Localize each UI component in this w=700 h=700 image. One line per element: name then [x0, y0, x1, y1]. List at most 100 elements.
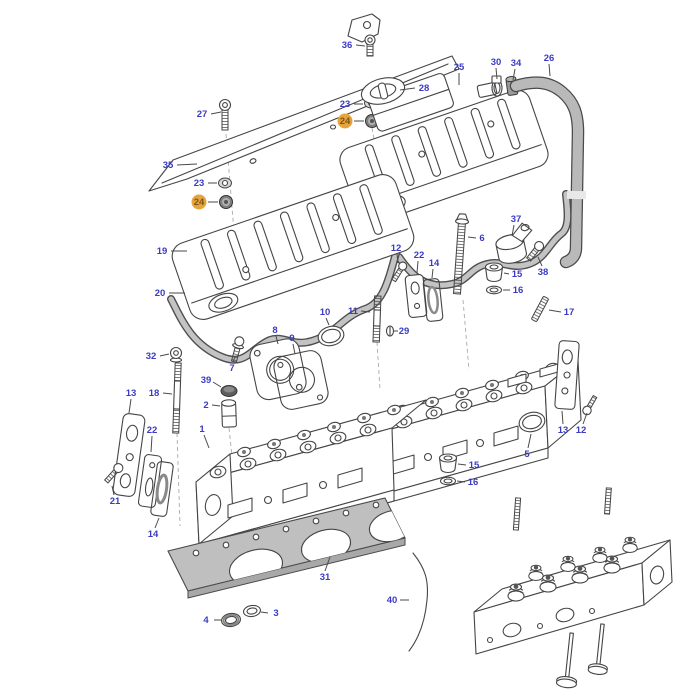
- callout-6[interactable]: 6: [479, 233, 484, 244]
- collet-29: [385, 325, 395, 337]
- callout-7[interactable]: 7: [229, 363, 234, 374]
- bolt-12-top: [391, 261, 408, 283]
- callout-11[interactable]: 11: [348, 306, 359, 317]
- callout-14[interactable]: 14: [148, 529, 159, 540]
- leader-line: [495, 67, 498, 80]
- bolt-21: [103, 463, 124, 484]
- oil-filler-cap-28: [360, 77, 406, 105]
- callout-34[interactable]: 34: [511, 58, 522, 69]
- callout-26[interactable]: 26: [544, 53, 555, 64]
- leader-line: [292, 343, 296, 355]
- stud-18: [172, 362, 182, 434]
- valve-a: [555, 632, 578, 689]
- callout-14[interactable]: 14: [429, 258, 440, 269]
- callout-24[interactable]: 24: [340, 116, 351, 127]
- leader-line: [431, 268, 434, 279]
- callout-32[interactable]: 32: [146, 351, 157, 362]
- callout-18[interactable]: 18: [149, 388, 160, 399]
- leader-line: [561, 410, 564, 425]
- callout-38[interactable]: 38: [538, 267, 549, 278]
- head-gasket-31: [167, 497, 406, 599]
- callout-22[interactable]: 22: [414, 250, 425, 261]
- leader-line: [203, 434, 210, 449]
- thermostat-bypass-37: [495, 222, 533, 264]
- leader-line: [162, 392, 173, 395]
- breather-hose-26: [509, 76, 587, 269]
- leader-line: [325, 317, 330, 326]
- callout-17[interactable]: 17: [564, 307, 575, 318]
- grommet-24-left: [219, 195, 233, 209]
- leader-line: [511, 224, 515, 237]
- callout-20[interactable]: 20: [155, 288, 166, 299]
- highlight-circle: [337, 113, 353, 129]
- o-ring-4: [220, 612, 242, 628]
- bolt-12-right: [582, 394, 598, 416]
- lifting-plate-13-right: [554, 340, 580, 410]
- callout-13[interactable]: 13: [126, 388, 137, 399]
- bolt-38: [525, 241, 545, 262]
- callout-13[interactable]: 13: [558, 425, 569, 436]
- callout-22[interactable]: 22: [147, 425, 158, 436]
- callout-5[interactable]: 5: [524, 449, 530, 460]
- lifting-plate-13-left: [112, 413, 146, 497]
- leader-line: [176, 163, 198, 166]
- callout-40[interactable]: 40: [387, 595, 398, 606]
- callout-12[interactable]: 12: [576, 425, 587, 436]
- callout-10[interactable]: 10: [320, 307, 331, 318]
- highlight-circle: [191, 194, 207, 210]
- callout-28[interactable]: 28: [419, 83, 430, 94]
- callout-23[interactable]: 23: [340, 99, 351, 110]
- leader-line: [457, 463, 467, 466]
- callout-25[interactable]: 25: [454, 62, 465, 73]
- brace-40: [408, 552, 429, 652]
- bolt-7: [230, 336, 245, 363]
- callout-3[interactable]: 3: [273, 608, 278, 619]
- bolt-36: [364, 34, 376, 57]
- leader-line: [503, 272, 510, 275]
- callout-36[interactable]: 36: [342, 40, 353, 51]
- leader-line: [159, 353, 170, 357]
- leader-line: [396, 253, 399, 264]
- leader-line: [360, 310, 371, 313]
- tappet-2: [221, 399, 237, 428]
- callout-21[interactable]: 21: [110, 496, 121, 507]
- leader-line: [210, 111, 222, 115]
- valve-cover-19: [171, 174, 415, 320]
- long-bolt-6: [452, 213, 470, 295]
- leader-line: [150, 435, 153, 453]
- callout-12[interactable]: 12: [391, 243, 402, 254]
- callout-30[interactable]: 30: [491, 57, 502, 68]
- washer-23-left: [218, 177, 232, 189]
- leader-line: [211, 404, 221, 407]
- callout-27[interactable]: 27: [197, 109, 208, 120]
- callout-2[interactable]: 2: [203, 400, 208, 411]
- callout-9[interactable]: 9: [289, 333, 294, 344]
- callout-16[interactable]: 16: [468, 477, 479, 488]
- callout-24[interactable]: 24: [194, 197, 205, 208]
- bolt-27: [218, 98, 232, 131]
- valve-b: [587, 623, 608, 676]
- gasket-14-top: [422, 278, 444, 322]
- stud-17: [531, 296, 549, 322]
- callout-39[interactable]: 39: [201, 375, 212, 386]
- callout-31[interactable]: 31: [320, 572, 331, 583]
- callout-4[interactable]: 4: [203, 615, 209, 626]
- callout-35[interactable]: 35: [163, 160, 174, 171]
- shield-bracket-tab: [347, 13, 381, 43]
- callout-15[interactable]: 15: [512, 269, 523, 280]
- assembled-head-40: [473, 487, 673, 689]
- callout-29[interactable]: 29: [399, 326, 410, 337]
- callout-15[interactable]: 15: [469, 460, 480, 471]
- callout-8[interactable]: 8: [272, 325, 277, 336]
- callout-23[interactable]: 23: [194, 178, 205, 189]
- leader-line: [548, 63, 551, 77]
- callout-37[interactable]: 37: [511, 214, 522, 225]
- leader-line: [154, 517, 160, 529]
- callout-16[interactable]: 16: [513, 285, 524, 296]
- callout-1[interactable]: 1: [199, 424, 205, 435]
- leader-line: [527, 433, 532, 449]
- leader-line: [324, 556, 331, 572]
- callout-19[interactable]: 19: [157, 246, 168, 257]
